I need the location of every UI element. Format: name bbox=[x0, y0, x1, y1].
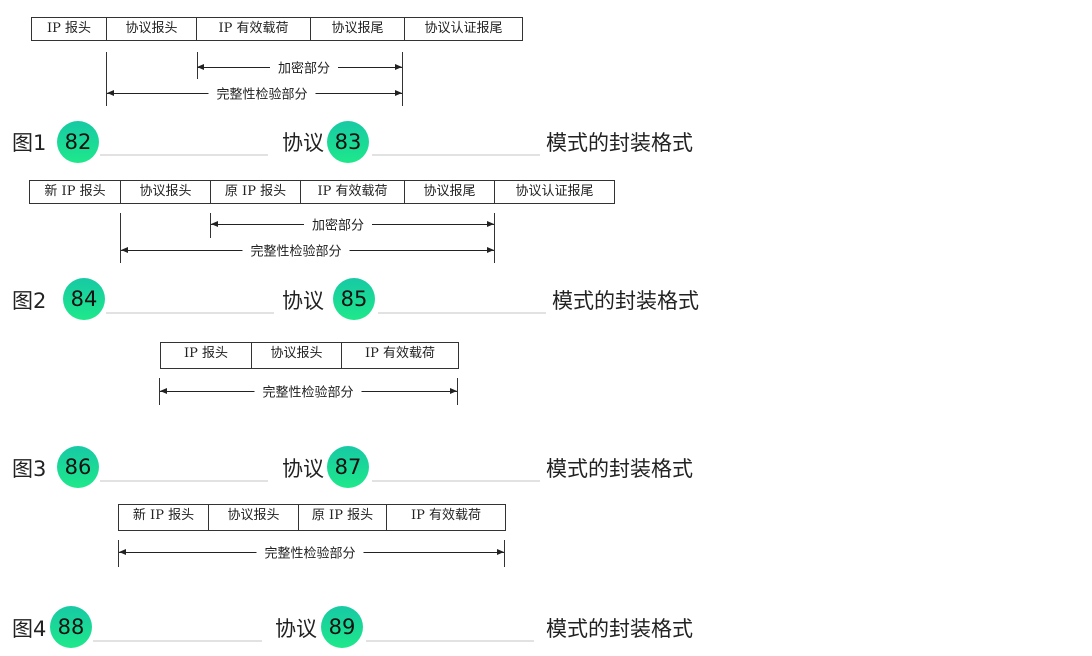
fig1-packet-diagram: IP 报头 协议报头 IP 有效载荷 协议报尾 协议认证报尾 bbox=[31, 17, 523, 41]
integrity-label: 完整性检验部分 bbox=[242, 240, 350, 260]
fig4-packet-diagram: 新 IP 报头 协议报头 原 IP 报头 IP 有效载荷 bbox=[118, 504, 506, 531]
packet-field: 协议认证报尾 bbox=[515, 184, 594, 199]
blank-86-input[interactable] bbox=[100, 480, 268, 482]
blank-85-badge[interactable]: 85 bbox=[333, 278, 375, 320]
blank-83-input[interactable] bbox=[372, 154, 540, 156]
fig2-packet-diagram: 新 IP 报头 协议报头 原 IP 报头 IP 有效载荷 协议报尾 协议认证报尾 bbox=[29, 180, 615, 204]
integrity-label: 完整性检验部分 bbox=[256, 542, 364, 562]
packet-field: 原 IP 报头 bbox=[211, 181, 301, 203]
blank-88-input[interactable] bbox=[93, 640, 262, 642]
packet-field: 协议报尾 bbox=[405, 181, 495, 203]
protocol-text: 协议 bbox=[282, 289, 324, 313]
boundary-line bbox=[118, 540, 119, 567]
boundary-line bbox=[402, 52, 403, 106]
blank-89-badge[interactable]: 89 bbox=[321, 606, 363, 648]
boundary-line bbox=[120, 213, 121, 263]
packet-field: IP 有效载荷 bbox=[410, 508, 481, 523]
encrypt-label: 加密部分 bbox=[303, 214, 373, 234]
encrypt-label: 加密部分 bbox=[269, 57, 339, 77]
blank-87-badge[interactable]: 87 bbox=[327, 446, 369, 488]
mode-text: 模式的封装格式 bbox=[552, 289, 699, 313]
blank-88-badge[interactable]: 88 bbox=[50, 606, 92, 648]
fig3-label: 图3 bbox=[12, 457, 47, 481]
boundary-line bbox=[210, 213, 211, 238]
mode-text: 模式的封装格式 bbox=[546, 131, 693, 155]
blank-87-input[interactable] bbox=[372, 480, 540, 482]
packet-field: 协议认证报尾 bbox=[424, 21, 503, 36]
blank-89-input[interactable] bbox=[366, 640, 534, 642]
packet-field: IP 有效载荷 bbox=[364, 346, 435, 361]
boundary-line bbox=[159, 378, 160, 405]
blank-82-badge[interactable]: 82 bbox=[57, 121, 99, 163]
fig4-label: 图4 bbox=[12, 617, 47, 641]
protocol-text: 协议 bbox=[282, 131, 324, 155]
packet-field: 协议报头 bbox=[252, 343, 342, 368]
boundary-line bbox=[494, 213, 495, 263]
packet-field: 新 IP 报头 bbox=[119, 505, 209, 530]
packet-field: 协议报尾 bbox=[311, 18, 405, 40]
boundary-line bbox=[106, 52, 107, 106]
blank-84-input[interactable] bbox=[106, 312, 274, 314]
integrity-label: 完整性检验部分 bbox=[208, 83, 316, 103]
blank-86-badge[interactable]: 86 bbox=[57, 446, 99, 488]
fig1-label: 图1 bbox=[12, 131, 47, 155]
protocol-text: 协议 bbox=[275, 617, 317, 641]
packet-field: 协议报头 bbox=[121, 181, 211, 203]
packet-field: 协议报头 bbox=[209, 505, 299, 530]
boundary-line bbox=[504, 540, 505, 567]
mode-text: 模式的封装格式 bbox=[546, 617, 693, 641]
packet-field: IP 报头 bbox=[32, 18, 107, 40]
blank-83-badge[interactable]: 83 bbox=[327, 121, 369, 163]
fig3-packet-diagram: IP 报头 协议报头 IP 有效载荷 bbox=[160, 342, 459, 369]
integrity-label: 完整性检验部分 bbox=[254, 381, 362, 401]
packet-field: IP 报头 bbox=[161, 343, 252, 368]
boundary-line bbox=[457, 378, 458, 405]
fig2-label: 图2 bbox=[12, 289, 47, 313]
packet-field: 原 IP 报头 bbox=[299, 505, 387, 530]
blank-85-input[interactable] bbox=[378, 312, 546, 314]
packet-field: 协议报头 bbox=[107, 18, 197, 40]
packet-field: IP 有效载荷 bbox=[197, 18, 311, 40]
packet-field: IP 有效载荷 bbox=[301, 181, 405, 203]
blank-82-input[interactable] bbox=[100, 154, 268, 156]
protocol-text: 协议 bbox=[282, 457, 324, 481]
packet-field: 新 IP 报头 bbox=[30, 181, 121, 203]
blank-84-badge[interactable]: 84 bbox=[63, 278, 105, 320]
mode-text: 模式的封装格式 bbox=[546, 457, 693, 481]
